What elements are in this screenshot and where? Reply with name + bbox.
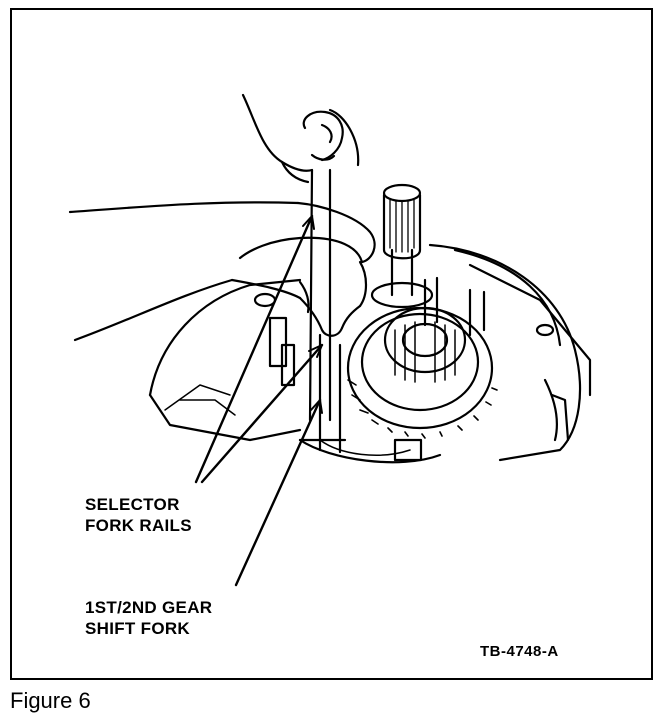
selector-fork-rails-callout: SELECTOR FORK RAILS <box>85 494 192 536</box>
leader-lines <box>194 214 324 587</box>
lower-hand <box>68 201 376 342</box>
callout-line: SHIFT FORK <box>85 619 190 638</box>
figure-frame <box>10 8 653 680</box>
callout-line: SELECTOR <box>85 495 180 514</box>
transmission-case <box>148 243 592 464</box>
callout-line: 1ST/2ND GEAR <box>85 598 213 617</box>
gear-cluster <box>346 183 498 439</box>
reference-code: TB-4748-A <box>480 643 559 660</box>
selector-fork-rails <box>298 168 347 454</box>
callout-line: FORK RAILS <box>85 516 192 535</box>
shift-fork-callout: 1ST/2ND GEAR SHIFT FORK <box>85 597 212 639</box>
upper-hand <box>241 93 360 184</box>
figure-caption: Figure 6 <box>10 688 91 713</box>
